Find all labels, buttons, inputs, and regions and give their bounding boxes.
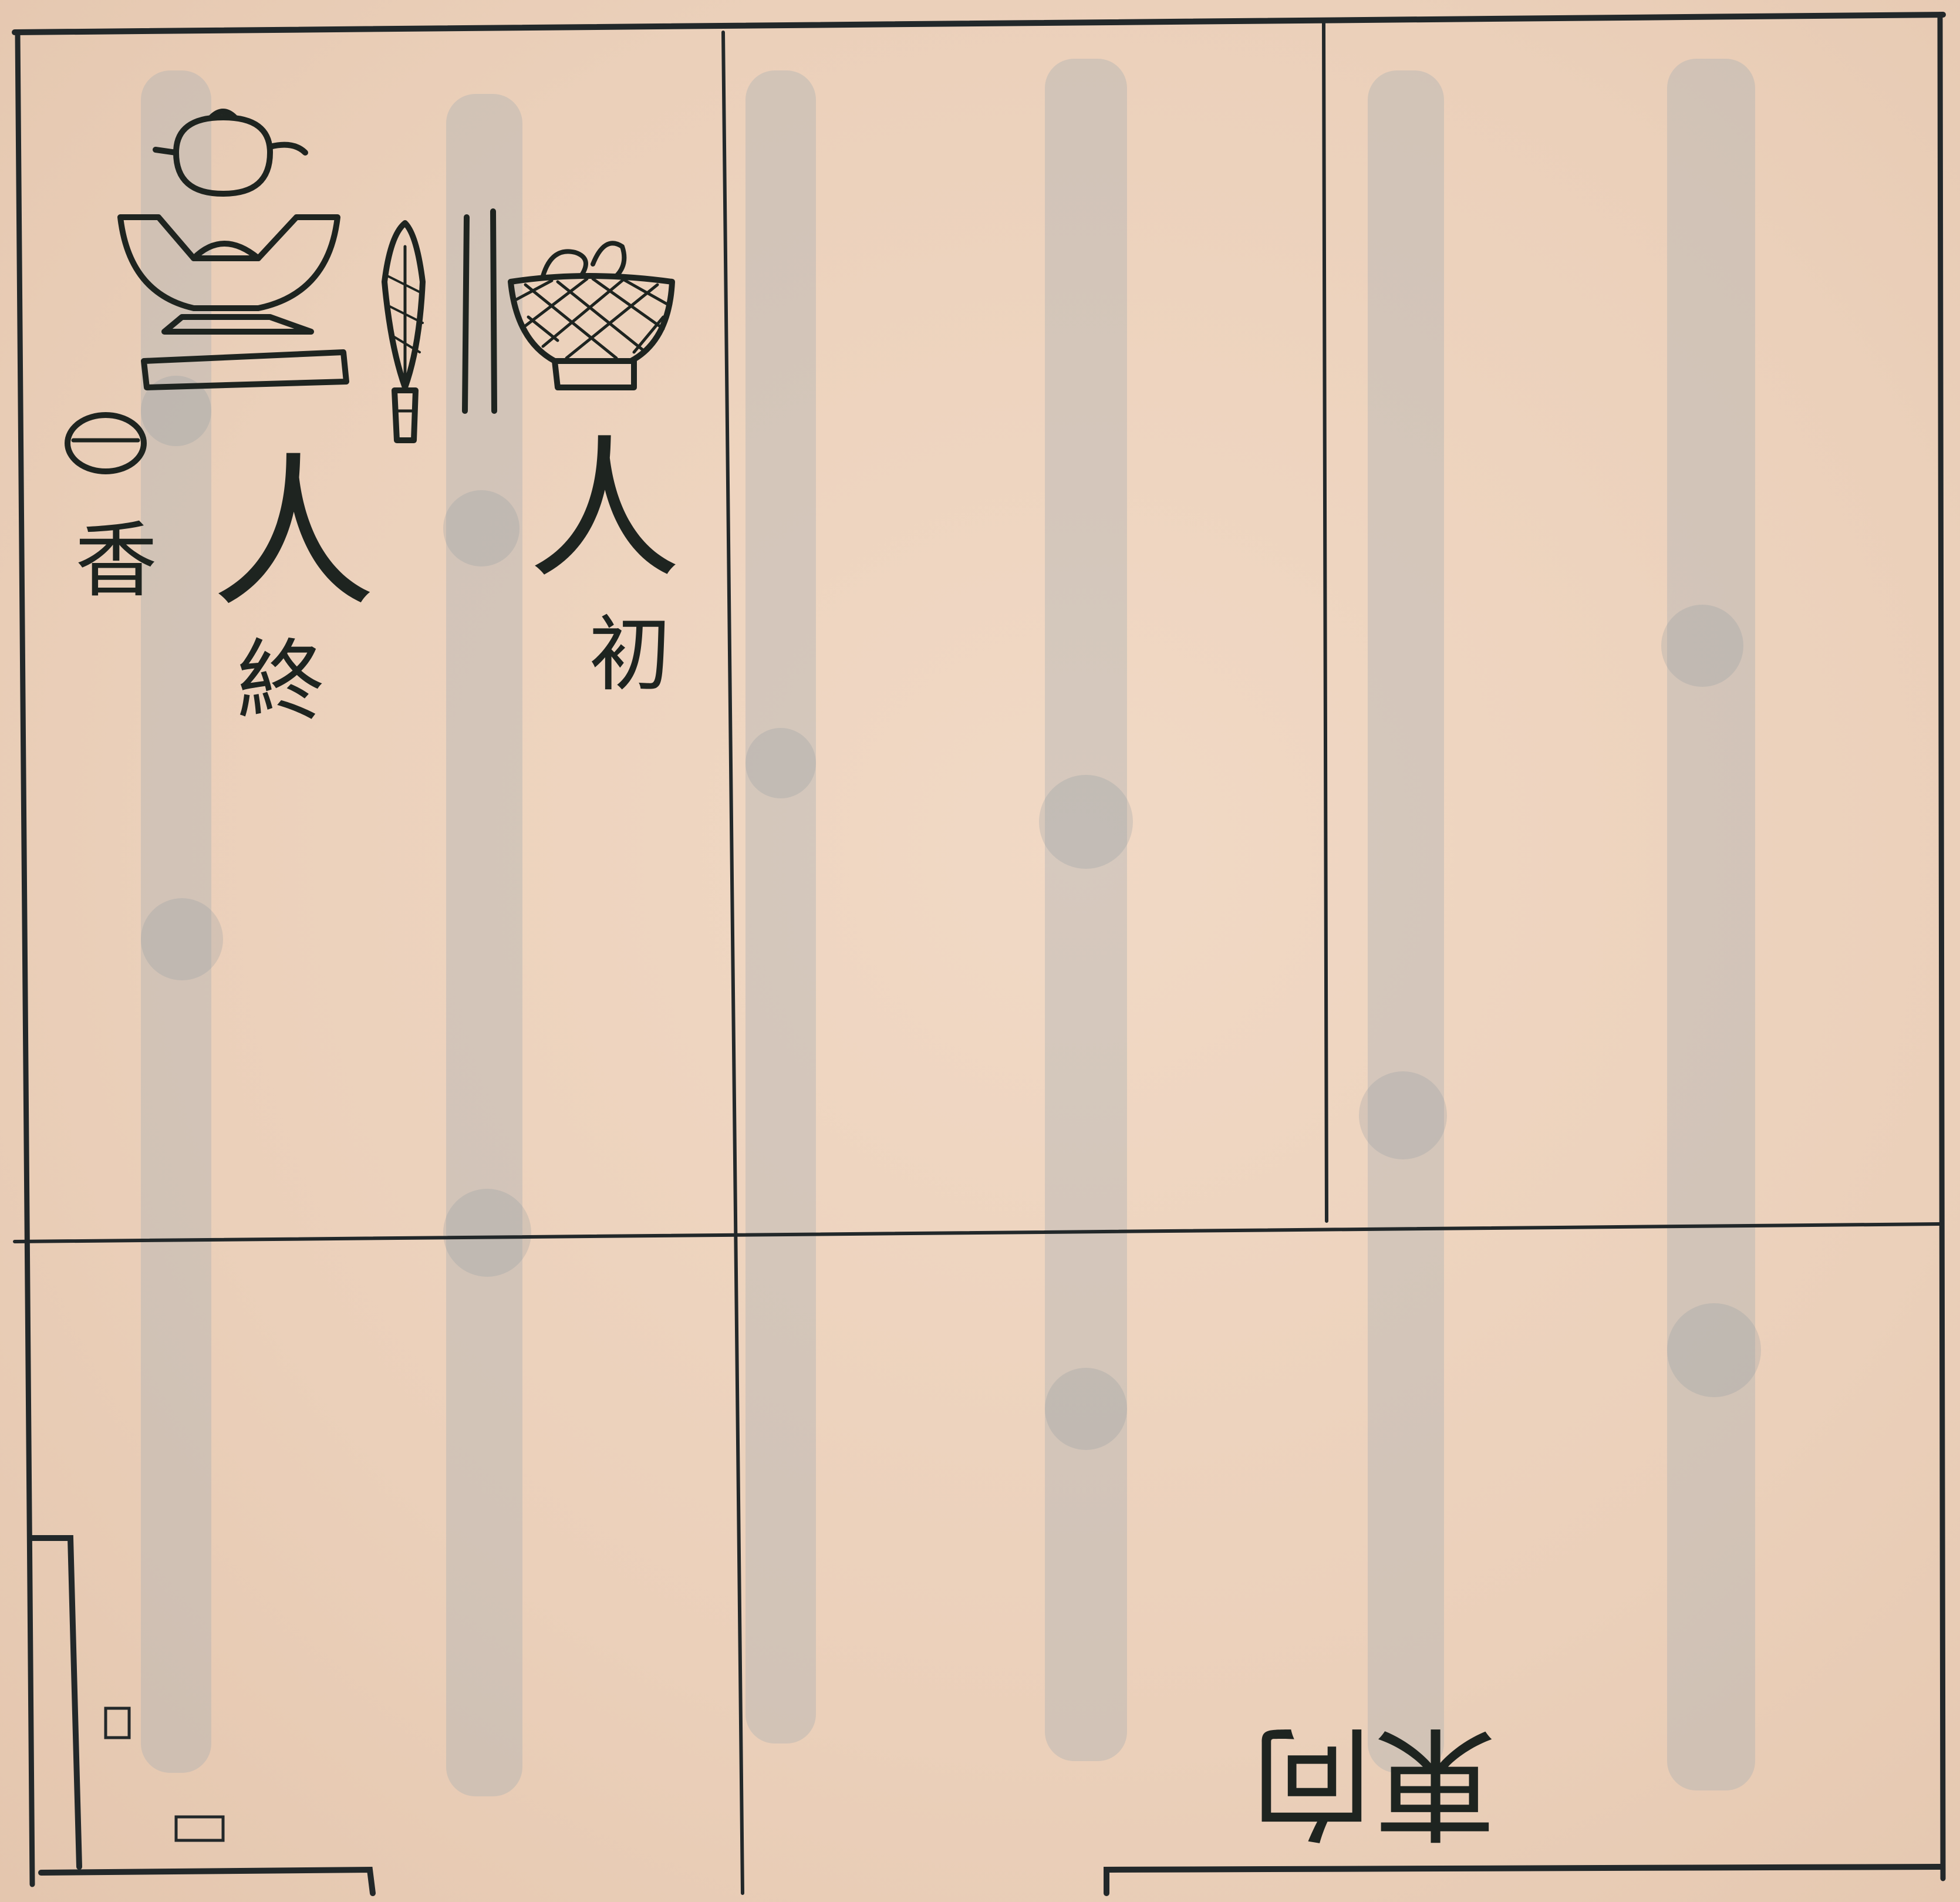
small-mark-2 [174,1815,225,1842]
person-left-note: 終 [222,634,324,722]
bottom-left-bracket [29,1535,82,1870]
bottom-left-base [38,1866,376,1896]
column-divider-2 [1322,22,1328,1223]
teapot-on-stand-icon [117,109,349,390]
chopsticks-icon [462,208,497,414]
person-right-note: 初 [575,611,670,693]
person-left-label: 人 [211,439,376,630]
person-right-label: 人 [528,422,681,599]
incense-cup-icon [65,412,147,474]
small-mark-1 [104,1707,131,1739]
horizontal-divider [13,1222,1942,1243]
bottom-right-base [1104,1864,1943,1896]
column-divider-1 [721,31,744,1895]
left-border-line [15,29,35,1887]
right-border-line [1937,12,1946,1881]
basket-bowl-icon [508,241,675,390]
top-border-line [12,12,1946,35]
incense-label: 香 [61,517,157,599]
bottom-right-title: 東向 [1250,1710,1497,1854]
fan-icon [382,220,426,443]
